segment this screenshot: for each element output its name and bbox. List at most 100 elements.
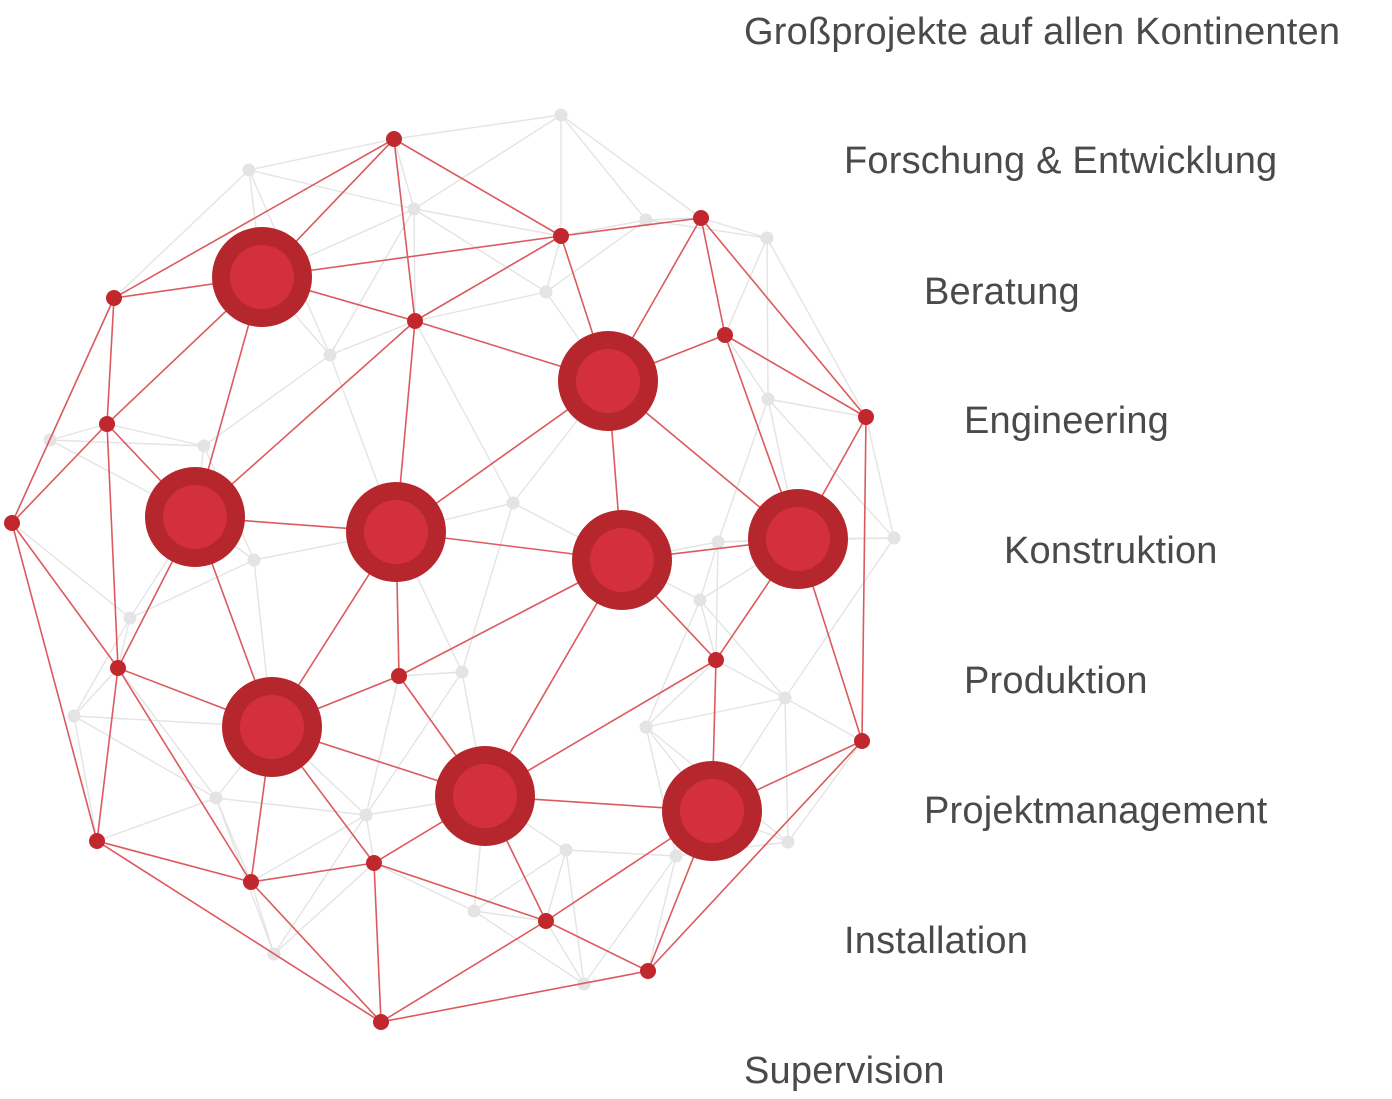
- mesh-node: [468, 905, 481, 918]
- label-grossprojekte[interactable]: Großprojekte auf allen Kontinenten: [744, 13, 1340, 51]
- network-node: [106, 290, 122, 306]
- network-node: [373, 1014, 389, 1030]
- label-supervision[interactable]: Supervision: [744, 1052, 945, 1090]
- hub-node-core: [590, 528, 654, 592]
- network-node: [110, 660, 126, 676]
- red-network-nodes: [4, 131, 874, 1030]
- mesh-edge: [866, 417, 894, 538]
- label-projektmanagement[interactable]: Projektmanagement: [924, 792, 1267, 830]
- network-node: [407, 313, 423, 329]
- mesh-node: [408, 203, 421, 216]
- mesh-edge: [330, 321, 415, 355]
- mesh-edge: [415, 321, 513, 503]
- mesh-edge: [584, 856, 676, 984]
- red-network-edges: [12, 139, 866, 1022]
- mesh-edge: [216, 798, 274, 954]
- network-node: [553, 228, 569, 244]
- mesh-node: [507, 497, 520, 510]
- hub-node-core: [766, 507, 830, 571]
- label-beratung[interactable]: Beratung: [924, 273, 1080, 311]
- network-edge: [394, 139, 561, 236]
- mesh-edge: [374, 863, 474, 911]
- mesh-edge: [725, 238, 767, 335]
- label-produktion[interactable]: Produktion: [964, 662, 1148, 700]
- network-edge: [12, 523, 97, 841]
- mesh-edge: [767, 238, 866, 417]
- network-edge: [415, 236, 561, 321]
- mesh-edge: [249, 139, 394, 170]
- mesh-node: [124, 612, 137, 625]
- label-installation[interactable]: Installation: [844, 922, 1028, 960]
- network-edge: [97, 668, 118, 841]
- network-node: [386, 131, 402, 147]
- mesh-edge: [716, 660, 785, 698]
- hub-node-core: [163, 485, 227, 549]
- network-edge: [12, 298, 114, 523]
- mesh-edge: [74, 716, 216, 798]
- mesh-node: [761, 232, 774, 245]
- hub-node-core: [240, 695, 304, 759]
- mesh-edge: [74, 668, 118, 716]
- hub-node-core: [576, 349, 640, 413]
- mesh-node: [670, 850, 683, 863]
- mesh-node: [560, 844, 573, 857]
- mesh-edge: [414, 115, 561, 209]
- mesh-node: [888, 532, 901, 545]
- hub-node-core: [364, 500, 428, 564]
- mesh-edge: [767, 238, 768, 399]
- mesh-edge: [788, 741, 862, 842]
- network-node: [717, 327, 733, 343]
- mesh-node: [779, 692, 792, 705]
- network-node: [640, 963, 656, 979]
- network-edge: [12, 424, 107, 523]
- hub-node-core: [680, 779, 744, 843]
- mesh-node: [712, 536, 725, 549]
- mesh-edge: [716, 542, 718, 660]
- network-edge: [381, 971, 648, 1022]
- network-edge: [97, 841, 251, 882]
- mesh-edge: [204, 355, 330, 446]
- mesh-edge: [74, 716, 97, 841]
- network-edge: [374, 863, 546, 921]
- mesh-node: [243, 164, 256, 177]
- network-edge: [107, 298, 114, 424]
- label-konstruktion[interactable]: Konstruktion: [1004, 532, 1218, 570]
- mesh-edge: [251, 815, 366, 882]
- label-engineering[interactable]: Engineering: [964, 402, 1169, 440]
- hub-node-core: [453, 764, 517, 828]
- hub-node-core: [230, 245, 294, 309]
- network-node: [89, 833, 105, 849]
- mesh-edge: [474, 911, 584, 984]
- mesh-node: [762, 393, 775, 406]
- mesh-edge: [646, 660, 716, 727]
- mesh-node: [360, 809, 373, 822]
- network-node: [4, 515, 20, 531]
- mesh-edge: [216, 798, 366, 815]
- mesh-edge: [399, 672, 462, 676]
- mesh-edge: [646, 600, 700, 727]
- mesh-node: [324, 349, 337, 362]
- network-node: [366, 855, 382, 871]
- mesh-edge: [474, 911, 546, 921]
- mesh-edge: [274, 815, 366, 954]
- mesh-node: [456, 666, 469, 679]
- label-forschung-entwicklung[interactable]: Forschung & Entwicklung: [844, 142, 1277, 180]
- mesh-edge: [566, 850, 584, 984]
- mesh-edge: [97, 798, 216, 841]
- mesh-edge: [394, 115, 561, 139]
- mesh-edge: [725, 335, 768, 399]
- mesh-node: [540, 286, 553, 299]
- network-edge: [701, 218, 725, 335]
- mesh-edge: [414, 209, 415, 321]
- network-node: [243, 874, 259, 890]
- mesh-node: [694, 594, 707, 607]
- network-node: [693, 210, 709, 226]
- network-edge: [107, 424, 118, 668]
- mesh-edge: [366, 676, 399, 815]
- mesh-node: [555, 109, 568, 122]
- mesh-edge: [566, 850, 676, 856]
- mesh-edge: [462, 503, 513, 672]
- network-edge: [561, 218, 701, 236]
- network-edge: [394, 139, 415, 321]
